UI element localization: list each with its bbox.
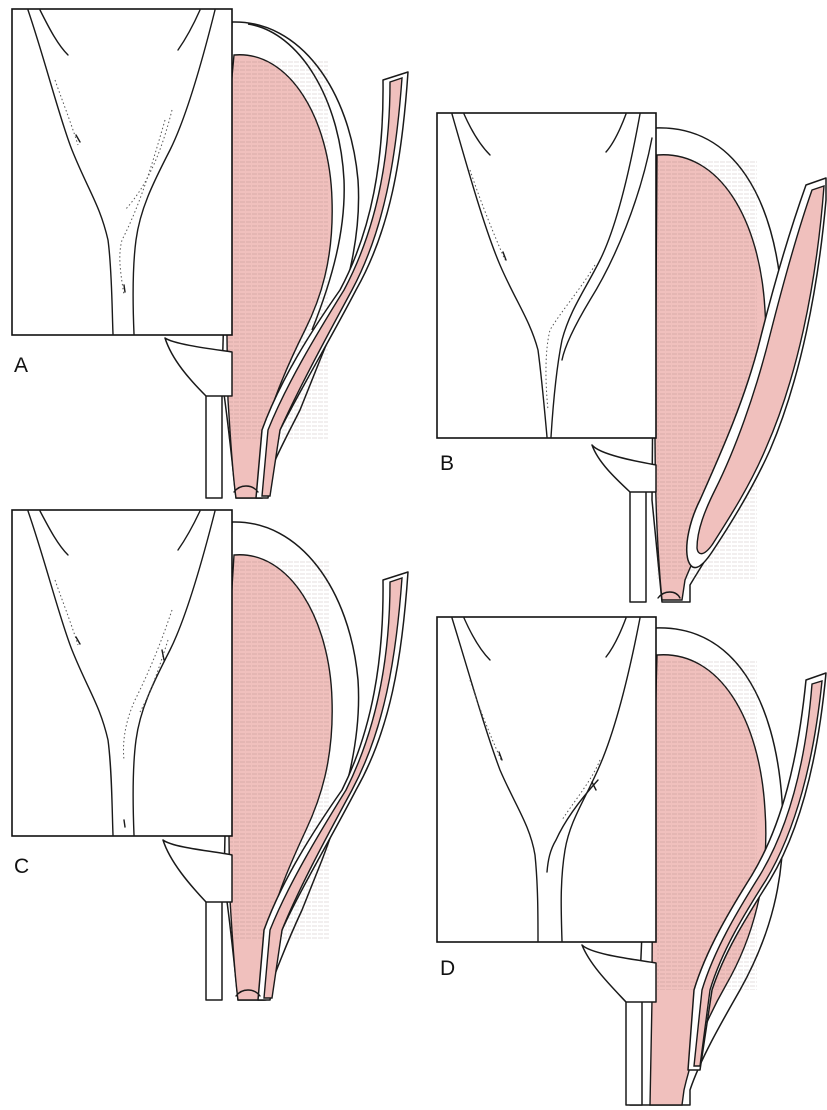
urethra-d: [626, 1000, 642, 1105]
inset-d: [437, 617, 656, 942]
label-a: A: [14, 354, 28, 377]
sphincter-a: [165, 338, 232, 396]
urethra-c: [206, 900, 222, 1000]
label-b: B: [440, 452, 454, 475]
panel-c: C: [12, 510, 408, 1000]
panel-a: A: [12, 9, 408, 498]
panel-d: D: [437, 617, 826, 1105]
label-c: C: [14, 855, 29, 878]
urethra-b: [630, 490, 646, 602]
sphincter-c: [163, 840, 232, 902]
sphincter-b: [592, 445, 656, 492]
label-d: D: [440, 957, 455, 980]
inset-a: [12, 9, 232, 335]
panel-b: B: [437, 113, 826, 602]
inset-b: [437, 113, 656, 438]
inset-c: [12, 510, 232, 836]
urethra-a: [206, 395, 222, 498]
